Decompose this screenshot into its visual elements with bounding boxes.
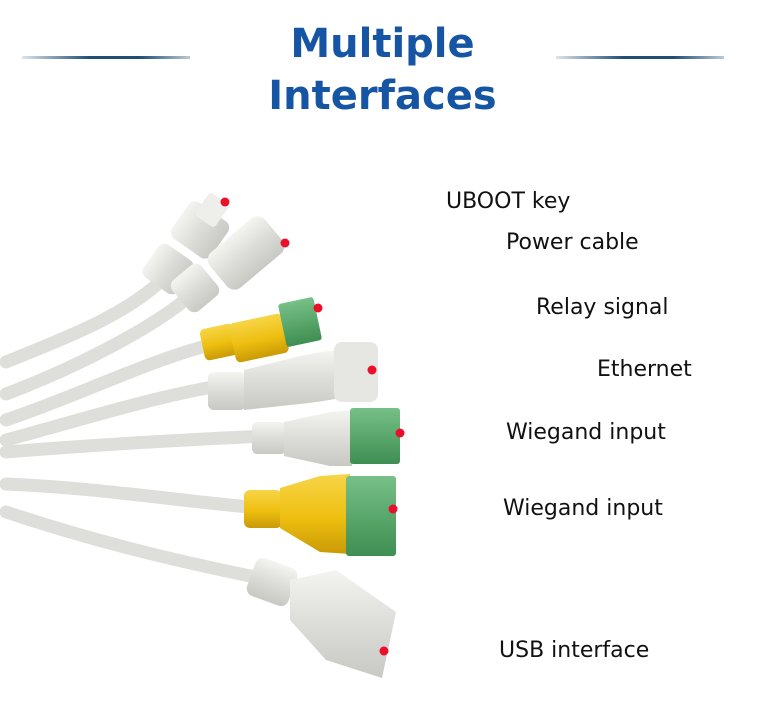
usb-interface-connector	[246, 557, 396, 678]
relay-signal-connector	[199, 297, 322, 363]
wiegand-input-1-connector	[252, 408, 400, 466]
callout-dots	[220, 197, 405, 656]
callout-pointers	[225, 201, 590, 652]
title-divider-right	[556, 56, 724, 59]
title-line-2: Interfaces	[268, 73, 497, 119]
ethernet-connector	[208, 342, 378, 410]
wiegand-input-2-connector	[244, 474, 396, 556]
callout-relay-signal: Relay signal	[536, 295, 669, 320]
page-title: Multiple Interfaces	[0, 18, 765, 122]
callout-wiegand-input-1: Wiegand input	[506, 420, 666, 445]
callout-usb-interface: USB interface	[499, 638, 650, 663]
title-line-1: Multiple	[290, 21, 475, 67]
cable-bundle	[0, 275, 277, 587]
callout-power-cable: Power cable	[506, 230, 639, 255]
title-divider-left	[22, 56, 190, 59]
callout-wiegand-input-2: Wiegand input	[503, 496, 663, 521]
callout-uboot-key: UBOOT key	[446, 189, 571, 214]
power-cable-connector	[170, 216, 285, 313]
callout-ethernet: Ethernet	[597, 357, 692, 382]
uboot-key-connector	[142, 193, 230, 295]
